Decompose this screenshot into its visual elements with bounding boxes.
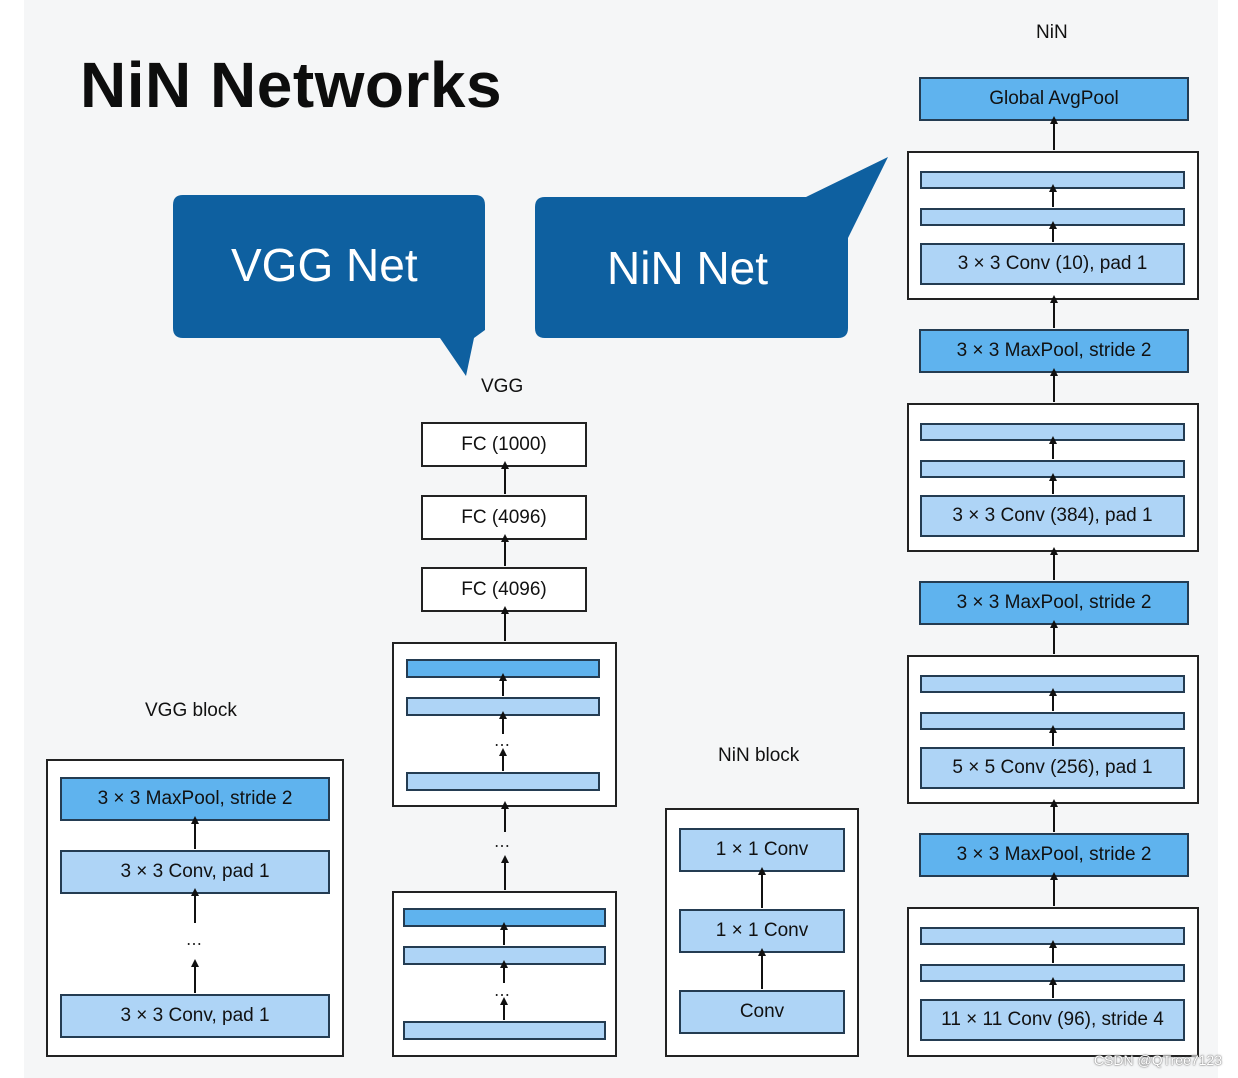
nin-block3-conv: 3 × 3 Conv (384), pad 1 xyxy=(920,495,1185,537)
vgg-block-ellipsis: ⋯ xyxy=(186,936,203,953)
vgg-lower-block-conv-bar xyxy=(403,1021,606,1040)
nin-maxpool-3: 3 × 3 MaxPool, stride 2 xyxy=(919,329,1189,373)
nin-callout-label: NiN Net xyxy=(607,242,769,294)
vgg-block-conv-bottom: 3 × 3 Conv, pad 1 xyxy=(60,994,330,1038)
nin-block-conv: Conv xyxy=(679,990,845,1034)
vgg-fc-4096-lower: FC (4096) xyxy=(421,567,587,612)
vgg-callout-shape xyxy=(173,195,485,376)
nin-title: NiN xyxy=(1036,22,1068,43)
vgg-fc-1000: FC (1000) xyxy=(421,422,587,467)
page-title: NiN Networks xyxy=(80,49,503,121)
vgg-block-conv-top: 3 × 3 Conv, pad 1 xyxy=(60,850,330,894)
nin-maxpool-2: 3 × 3 MaxPool, stride 2 xyxy=(919,581,1189,625)
vgg-block-maxpool: 3 × 3 MaxPool, stride 2 xyxy=(60,777,330,821)
nin-block2-conv: 5 × 5 Conv (256), pad 1 xyxy=(920,747,1185,789)
vgg-fc-4096-upper: FC (4096) xyxy=(421,495,587,540)
nin-global-avgpool: Global AvgPool xyxy=(919,77,1189,121)
nin-maxpool-1: 3 × 3 MaxPool, stride 2 xyxy=(919,833,1189,877)
vgg-callout-label: VGG Net xyxy=(231,239,418,291)
vgg-block-title: VGG block xyxy=(145,700,237,721)
vgg-stack-ellipsis: ⋯ xyxy=(494,838,511,855)
watermark: CSDN @QTree7123 xyxy=(1093,1052,1222,1068)
vgg-title: VGG xyxy=(481,376,524,397)
nin-block1-conv: 11 × 11 Conv (96), stride 4 xyxy=(920,999,1185,1041)
vgg-upper-block-conv-bar xyxy=(406,772,600,791)
nin-block4-conv: 3 × 3 Conv (10), pad 1 xyxy=(920,243,1185,285)
nin-block-title: NiN block xyxy=(718,745,800,766)
nin-callout-shape xyxy=(535,157,888,338)
